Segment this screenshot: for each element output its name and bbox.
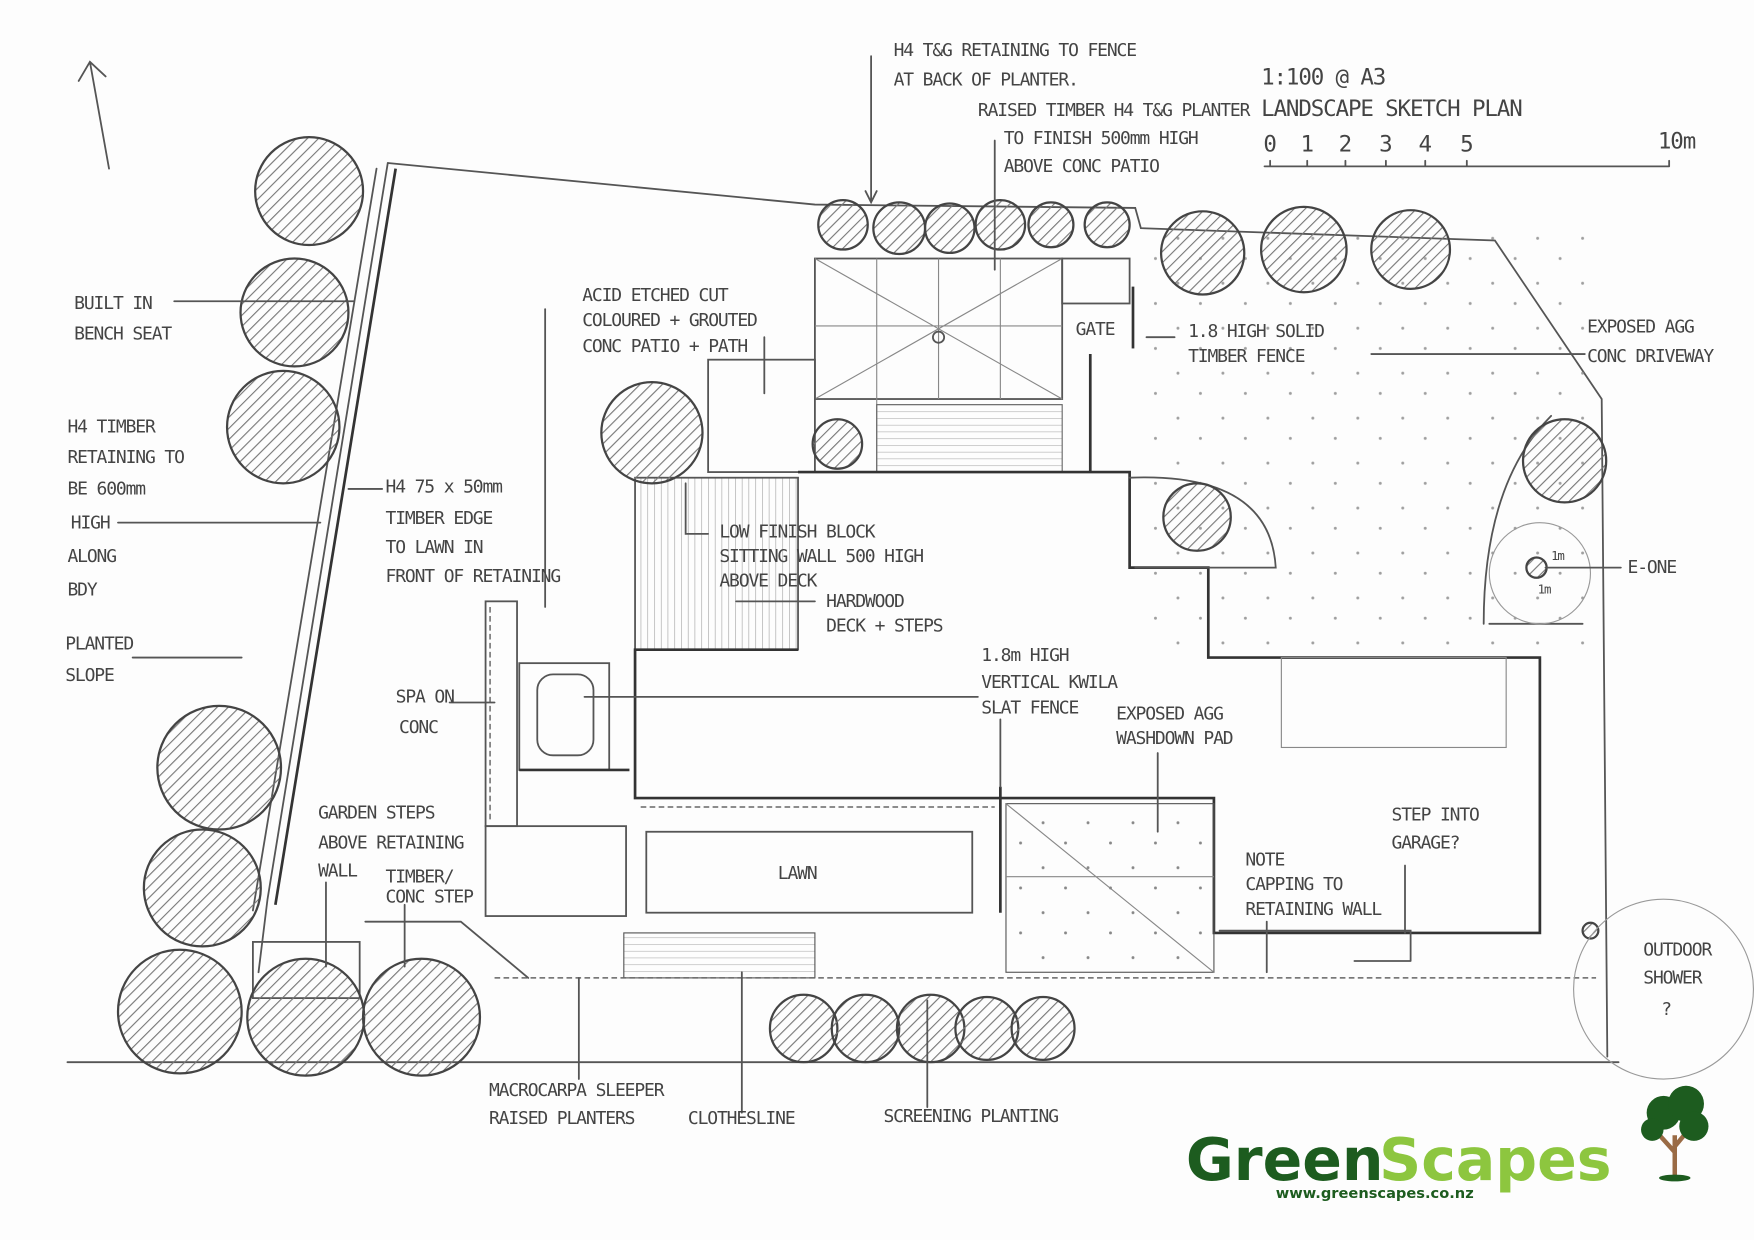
- label: HARDWOOD: [826, 591, 904, 612]
- leader-lines: [117, 55, 1671, 1114]
- label: COLOURED + GROUTED: [582, 310, 757, 331]
- scale-end: 10m: [1658, 128, 1696, 154]
- label: RETAINING TO: [67, 447, 184, 468]
- clothesline: [623, 932, 816, 979]
- label: FRONT OF RETAINING: [386, 566, 561, 587]
- label: 1m: [1538, 582, 1551, 596]
- label: RAISED PLANTERS: [489, 1108, 635, 1129]
- scale-tick: 3: [1379, 132, 1391, 158]
- scale-tick: 4: [1418, 132, 1431, 158]
- label: GATE: [1076, 319, 1115, 340]
- label: VERTICAL KWILA: [981, 672, 1118, 693]
- spa: [518, 662, 630, 772]
- scale-tick: 5: [1460, 132, 1472, 158]
- label: 1m: [1551, 549, 1564, 563]
- label: SITTING WALL 500 HIGH: [719, 546, 923, 567]
- label: HIGH: [71, 512, 110, 533]
- label: PLANTED: [65, 634, 133, 655]
- label: BDY: [67, 580, 97, 601]
- hardwood-deck: [634, 476, 799, 651]
- label: CONC: [399, 717, 438, 738]
- concrete-patio: [707, 257, 1064, 473]
- logo-url: www.greenscapes.co.nz: [1276, 1185, 1474, 1202]
- label: BUILT IN: [74, 293, 152, 314]
- trees: [116, 136, 1754, 1080]
- label: H4 75 x 50mm: [386, 476, 503, 497]
- label: OUTDOOR: [1643, 939, 1712, 960]
- label: BENCH SEAT: [74, 323, 172, 344]
- label: H4 T&G RETAINING TO FENCE: [894, 40, 1137, 61]
- north-arrow-icon: [77, 60, 110, 170]
- label: ALONG: [67, 546, 116, 567]
- label: AT BACK OF PLANTER.: [894, 69, 1078, 90]
- label: ABOVE CONC PATIO: [1004, 156, 1159, 177]
- plan-title: LANDSCAPE SKETCH PLAN: [1261, 96, 1521, 122]
- label: SCREENING PLANTING: [883, 1106, 1058, 1127]
- logo-name-green: Green: [1186, 1126, 1384, 1194]
- label: E-ONE: [1628, 557, 1677, 578]
- label: CONC PATIO + PATH: [582, 336, 747, 357]
- logo-name-scapes: Scapes: [1379, 1126, 1611, 1194]
- label: TIMBER/: [386, 866, 454, 887]
- label: ABOVE DECK: [719, 571, 817, 592]
- label: WALL: [318, 861, 357, 882]
- label: CLOTHESLINE: [688, 1108, 795, 1129]
- label: TO LAWN IN: [386, 537, 483, 558]
- title-block: 1:100 @ A3 LANDSCAPE SKETCH PLAN 0 1 2 3…: [1261, 64, 1697, 158]
- label: TO FINISH 500mm HIGH: [1004, 128, 1198, 149]
- label: ABOVE RETAINING: [318, 833, 464, 854]
- label: SPA ON: [396, 687, 454, 708]
- label: GARDEN STEPS: [318, 802, 435, 823]
- label: EXPOSED AGG: [1587, 317, 1694, 338]
- curved-planter: [1128, 476, 1277, 569]
- label: BE 600mm: [67, 479, 145, 500]
- label: ?: [1661, 999, 1671, 1020]
- label: 1.8 HIGH SOLID: [1188, 321, 1324, 342]
- label: H4 TIMBER: [67, 417, 156, 438]
- label: TIMBER EDGE: [386, 508, 493, 529]
- tree-icon: [1641, 1085, 1709, 1182]
- label: TIMBER FENCE: [1188, 346, 1305, 367]
- label: SLAT FENCE: [981, 698, 1078, 719]
- label: LOW FINISH BLOCK: [719, 521, 875, 542]
- label: DECK + STEPS: [826, 616, 943, 637]
- driveway: [1140, 230, 1602, 658]
- label: SHOWER: [1643, 967, 1702, 988]
- lawn-area: [645, 830, 974, 914]
- greenscapes-logo: Green Scapes www.greenscapes.co.nz: [1186, 1085, 1709, 1202]
- label: ACID ETCHED CUT: [582, 285, 729, 306]
- label: CONC DRIVEWAY: [1587, 346, 1714, 367]
- label: MACROCARPA SLEEPER: [489, 1080, 665, 1101]
- sleeper-planters: [484, 825, 627, 917]
- label: CAPPING TO: [1245, 874, 1342, 895]
- label: NOTE: [1245, 849, 1284, 870]
- label: RAISED TIMBER H4 T&G PLANTER: [978, 100, 1251, 121]
- scale-tick: 1: [1300, 132, 1312, 158]
- scale-text: 1:100 @ A3: [1261, 64, 1385, 90]
- label: WASHDOWN PAD: [1116, 728, 1233, 749]
- annotations: H4 T&G RETAINING TO FENCE AT BACK OF PLA…: [65, 40, 1715, 1129]
- label: LAWN: [778, 863, 817, 884]
- label: STEP INTO: [1392, 805, 1480, 826]
- house-outline: [633, 470, 1542, 935]
- label: 1.8m HIGH: [981, 645, 1069, 666]
- scale-tick: 0: [1263, 132, 1276, 158]
- label: GARAGE?: [1392, 833, 1460, 854]
- label: RETAINING WALL: [1245, 899, 1381, 920]
- label: SLOPE: [65, 665, 114, 686]
- label: CONC STEP: [386, 887, 475, 908]
- scale-tick: 2: [1339, 132, 1351, 158]
- label: EXPOSED AGG: [1116, 703, 1223, 724]
